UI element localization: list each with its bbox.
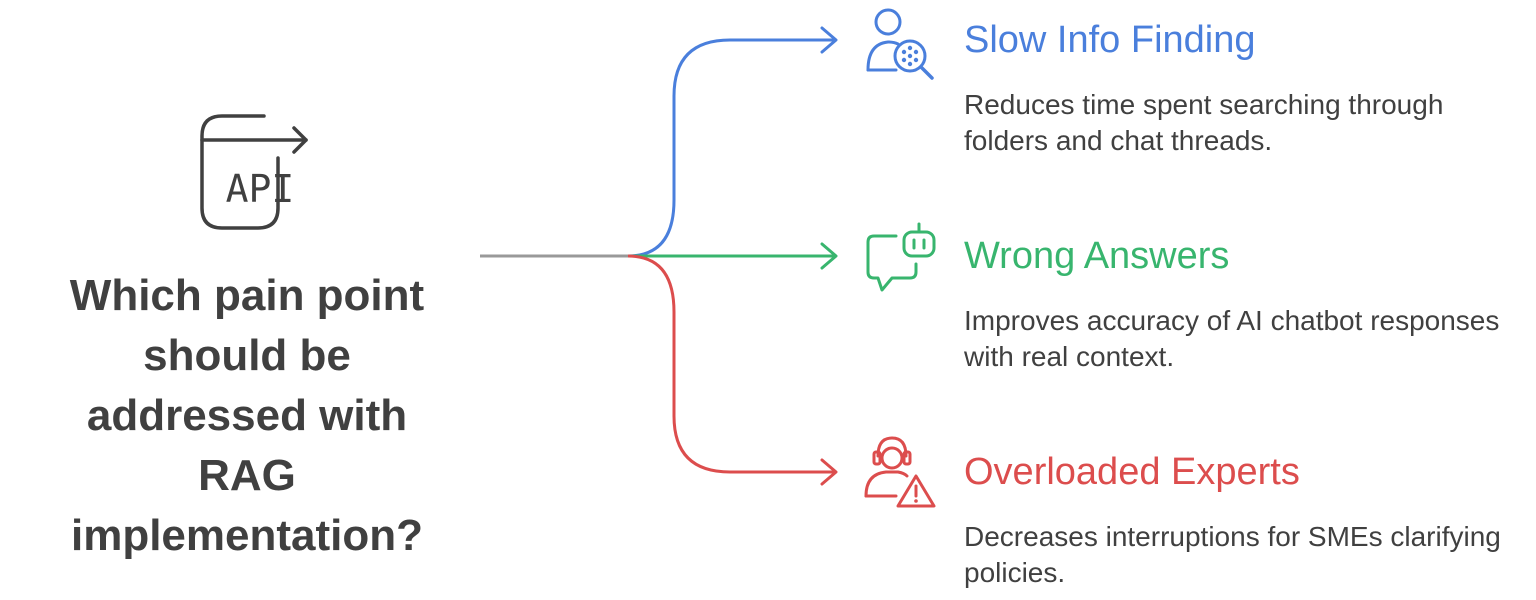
user-search-icon <box>866 8 934 80</box>
branch-line-overloaded-experts <box>627 254 836 474</box>
item-title-wrong-answers: Wrong Answers <box>964 235 1230 277</box>
chatbot-icon <box>866 222 936 292</box>
item-title-overloaded-experts: Overloaded Experts <box>964 451 1300 493</box>
arrowhead-slow-info <box>820 26 838 54</box>
branch-line-slow-info <box>627 38 836 258</box>
item-description-slow-info: Reduces time spent searching through fol… <box>964 89 1444 156</box>
arrowhead-overloaded-experts <box>820 458 838 486</box>
expert-warning-icon <box>864 436 936 508</box>
api-document-icon: API <box>200 114 308 230</box>
api-label: API <box>226 167 295 211</box>
item-description-overloaded-experts: Decreases interruptions for SMEs clarify… <box>964 521 1501 588</box>
item-description-wrong-answers: Improves accuracy of AI chatbot response… <box>964 305 1500 372</box>
central-question: Which pain point should be addressed wit… <box>69 271 425 560</box>
item-title-slow-info: Slow Info Finding <box>964 19 1256 61</box>
arrowhead-wrong-answers <box>820 242 838 270</box>
